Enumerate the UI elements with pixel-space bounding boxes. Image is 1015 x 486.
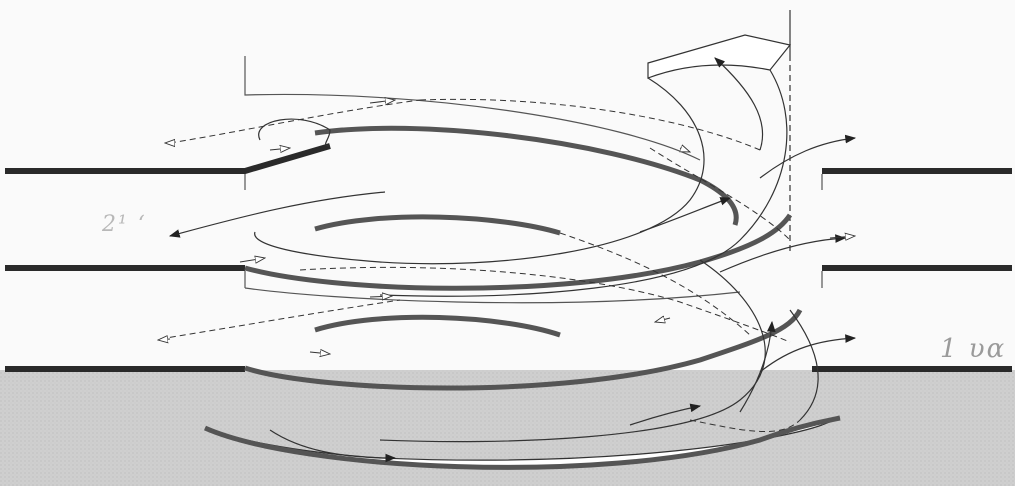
ramp-upper-spiral [255, 78, 704, 264]
upper-level-mark: 2¹ ‘ [102, 212, 147, 237]
arrow-middle-right [640, 198, 730, 232]
open-arrow-upper-top [370, 100, 395, 103]
open-arrow-middle-left [240, 258, 265, 262]
floor-slabs [5, 146, 1012, 369]
open-arrow-lower-right [655, 318, 670, 322]
lower-level-mark: 1 υα [940, 334, 1006, 364]
open-arrows [158, 100, 855, 354]
open-arrow-lower-mid [370, 296, 392, 297]
ramp-upper-inner [315, 128, 736, 225]
arrow-left-middle [170, 192, 385, 236]
slab-upper-left [5, 146, 330, 171]
open-arrow-upper-entry [270, 148, 290, 150]
ramp-lower-inner [315, 317, 560, 335]
ramp-middle-inner [315, 217, 560, 233]
ramp-upper-spiral-2 [380, 70, 787, 296]
open-arrow-lower-left [158, 339, 170, 340]
open-arrow-lower-inner [310, 352, 330, 354]
ramp-upper-top [648, 35, 790, 78]
